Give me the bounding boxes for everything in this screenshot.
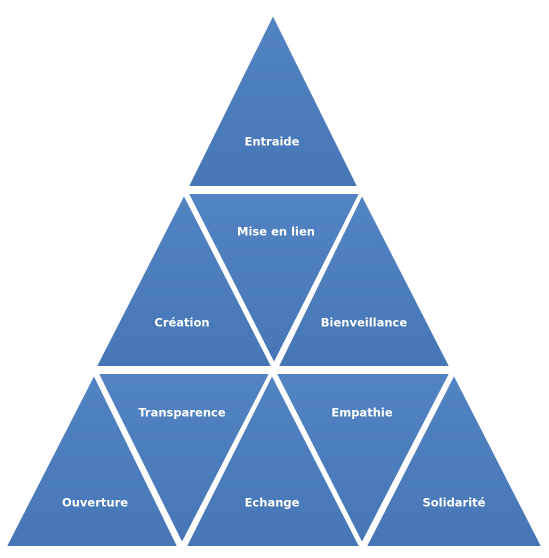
label-solidarite: Solidarité [423, 496, 486, 510]
triangle-entraide [182, 7, 364, 190]
triangle-empathie [270, 370, 456, 551]
label-echange: Echange [245, 496, 300, 510]
triangle-bienveillance [272, 187, 456, 370]
label-transparence: Transparence [138, 406, 226, 420]
label-entraide: Entraide [245, 135, 300, 149]
label-ouverture: Ouverture [62, 496, 128, 510]
triangle-solidarite [360, 367, 548, 550]
label-creation: Création [154, 316, 209, 330]
label-mise-en-lien: Mise en lien [237, 225, 315, 239]
label-empathie: Empathie [331, 406, 392, 420]
label-bienveillance: Bienveillance [321, 316, 408, 330]
triangle-ouverture [0, 367, 184, 550]
